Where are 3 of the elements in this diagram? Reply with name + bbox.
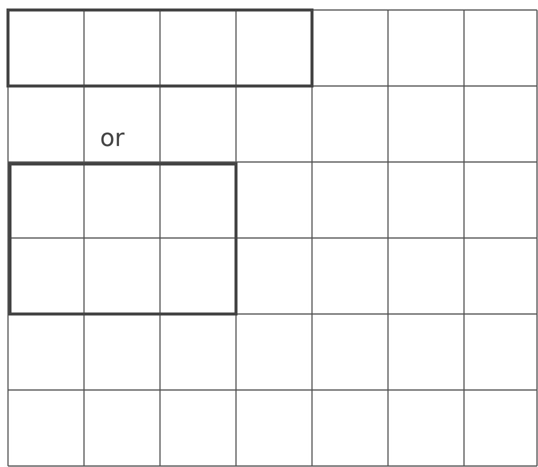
outlined-rectangle [8,162,238,316]
outlined-rectangle [6,8,314,88]
handwritten-word: or [100,126,125,150]
